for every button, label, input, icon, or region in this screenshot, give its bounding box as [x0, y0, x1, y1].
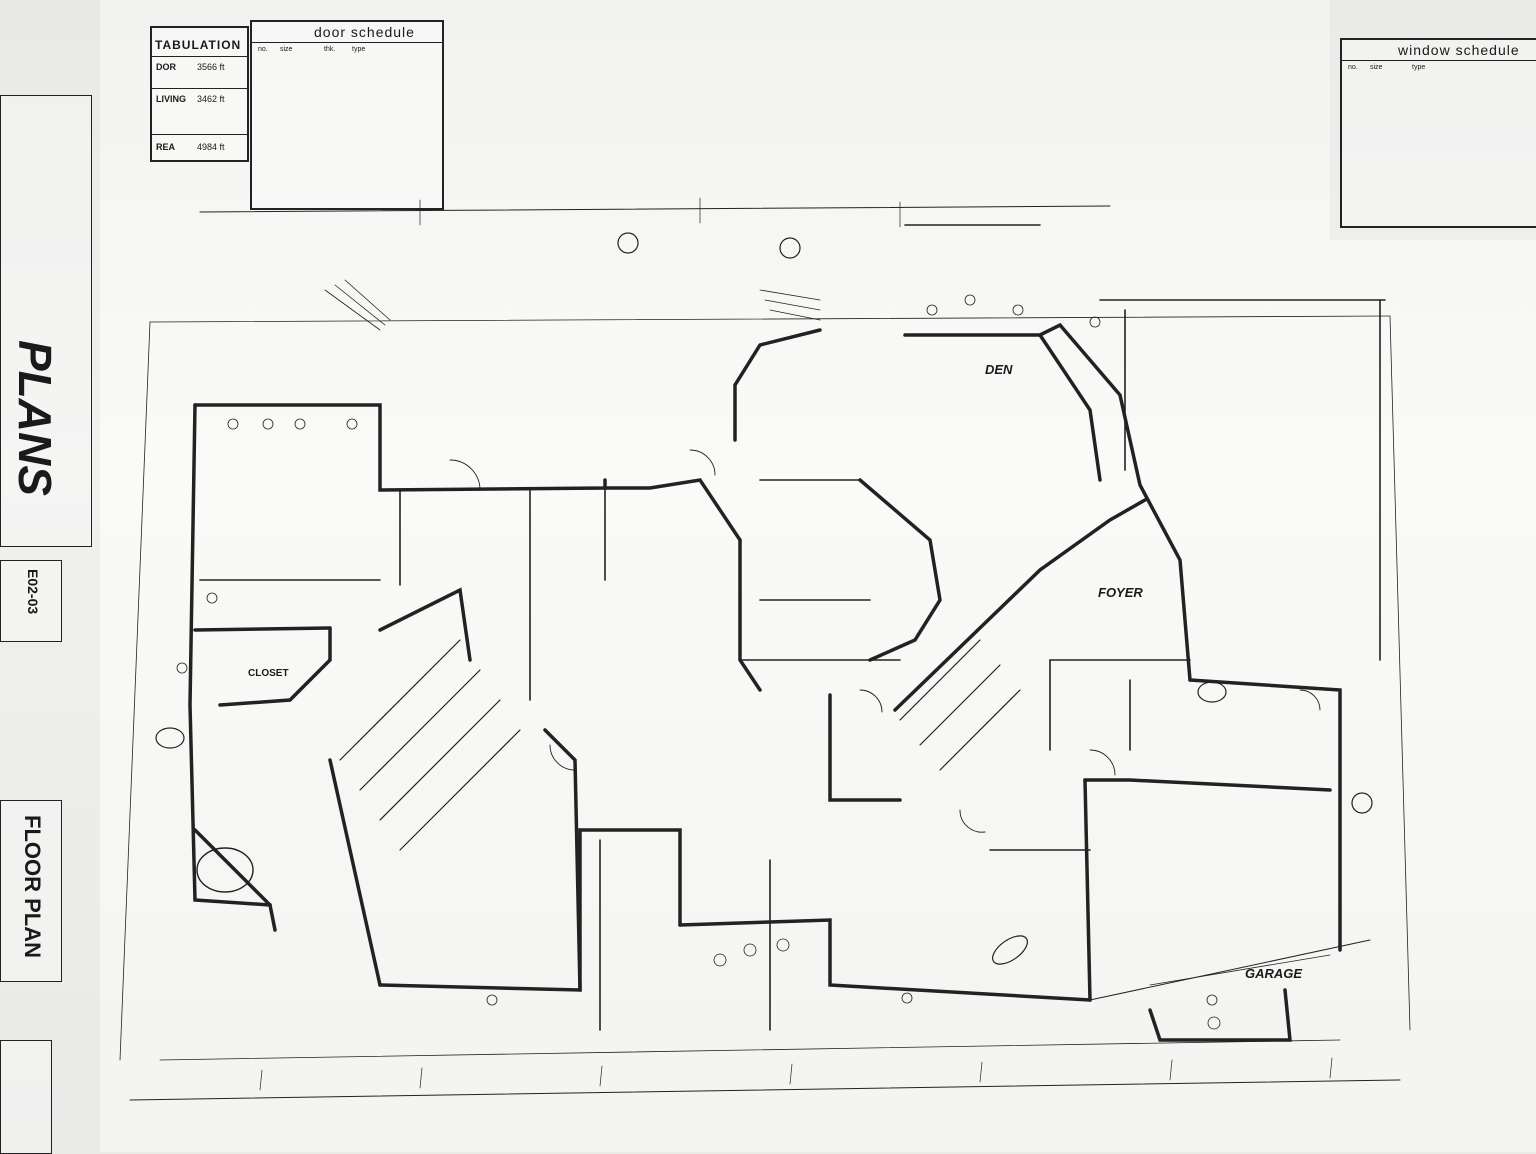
tab-row-label: DOR — [156, 62, 176, 72]
door-schedule-box: door schedule no. size thk. type — [250, 20, 444, 210]
window-col-size: size — [1370, 64, 1383, 71]
tab-row-label: REA — [156, 142, 176, 152]
door-schedule-title: door schedule — [314, 24, 415, 40]
tabulation-box: TABULATION DOR 3566 ft LIVING 3462 ft RE… — [150, 26, 249, 162]
tab-row-value: 4984 ft — [197, 142, 225, 152]
tab-row-label: LIVING — [156, 94, 187, 104]
left-margin-shade — [0, 0, 100, 1152]
door-col-no: no. — [258, 46, 268, 53]
title-block-lower — [0, 1040, 52, 1154]
door-col-thk: thk. — [324, 46, 336, 53]
title-block-upper — [0, 95, 92, 547]
tab-row-value: 3462 ft — [197, 94, 225, 104]
door-col-type: type — [352, 46, 366, 53]
sheet-number-box: E02-03 — [0, 560, 62, 642]
window-col-type: type — [1412, 64, 1426, 71]
room-label-closet: CLOSET — [248, 668, 289, 679]
tabulation-title: TABULATION — [155, 38, 242, 52]
drawing-title-box: FLOOR PLAN — [0, 800, 62, 982]
window-col-no: no. — [1348, 64, 1358, 71]
room-label-garage: GARAGE — [1245, 966, 1303, 981]
window-schedule-title: window schedule — [1398, 42, 1520, 58]
window-schedule-box: window schedule no. size type — [1340, 38, 1536, 228]
tab-row-value: 3566 ft — [197, 62, 225, 72]
room-label-den: DEN — [985, 362, 1013, 377]
room-label-foyer: FOYER — [1098, 585, 1143, 600]
door-col-size: size — [280, 46, 293, 53]
